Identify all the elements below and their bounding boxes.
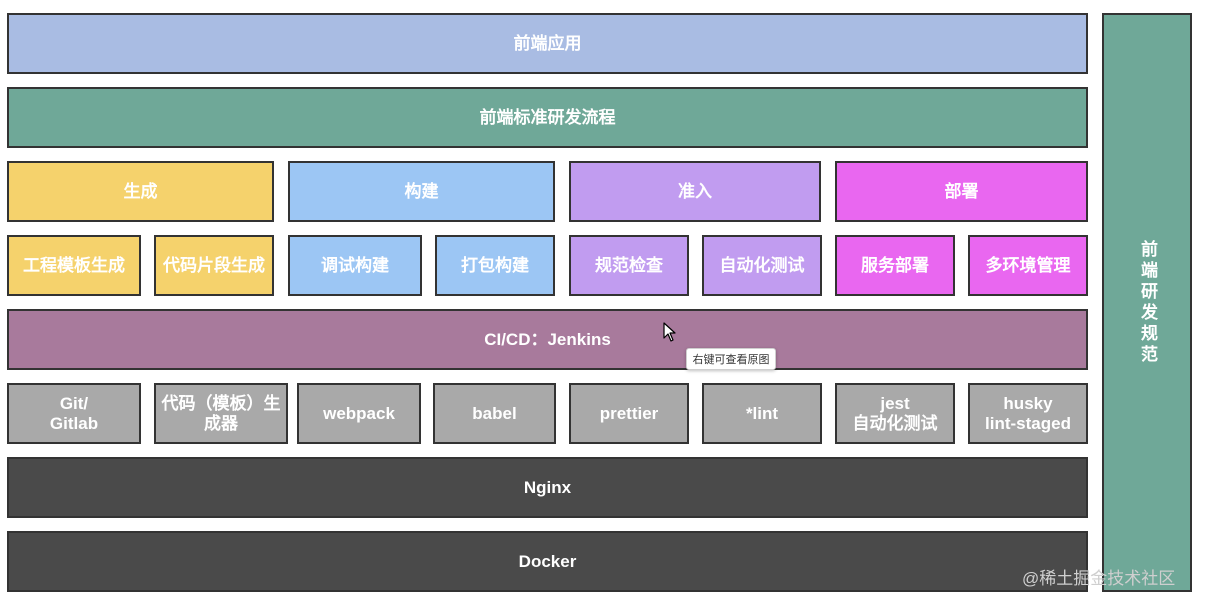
nginx-label: Nginx bbox=[523, 477, 572, 497]
substage-spec-check: 规范检查 bbox=[569, 235, 689, 296]
frontend-app-label: 前端应用 bbox=[513, 33, 582, 53]
stage-admission-label: 准入 bbox=[678, 181, 712, 201]
stage-build-label: 构建 bbox=[404, 181, 439, 201]
tool-prettier: prettier bbox=[569, 383, 689, 444]
tool-babel-label: babel bbox=[472, 403, 517, 423]
tool-jest: jest 自动化测试 bbox=[835, 383, 955, 444]
substage-service-deploy-label: 服务部署 bbox=[861, 255, 929, 275]
tool-git: Git/ Gitlab bbox=[7, 383, 141, 444]
stage-deploy: 部署 bbox=[835, 161, 1088, 222]
stage-generate: 生成 bbox=[7, 161, 274, 222]
docker-layer: Docker bbox=[7, 531, 1088, 592]
stage-generate-label: 生成 bbox=[123, 181, 158, 201]
substage-debug-build: 调试构建 bbox=[288, 235, 422, 296]
substage-auto-test: 自动化测试 bbox=[702, 235, 822, 296]
tool-lint: *lint bbox=[702, 383, 822, 444]
substage-multi-env-label: 多环境管理 bbox=[985, 255, 1071, 275]
substage-package-build-label: 打包构建 bbox=[461, 255, 529, 275]
watermark: @稀土掘金技术社区 bbox=[1022, 569, 1176, 588]
tool-husky-label: husky lint-staged bbox=[985, 393, 1071, 433]
substage-package-build: 打包构建 bbox=[435, 235, 555, 296]
substage-auto-test-label: 自动化测试 bbox=[719, 255, 805, 275]
substage-code-snippet-label: 代码片段生成 bbox=[163, 255, 265, 275]
stage-build: 构建 bbox=[288, 161, 555, 222]
substage-multi-env: 多环境管理 bbox=[968, 235, 1088, 296]
cicd-label: CI/CD：Jenkins bbox=[484, 329, 611, 349]
cicd-layer: CI/CD：Jenkins bbox=[7, 309, 1088, 370]
tool-jest-label: jest 自动化测试 bbox=[852, 393, 938, 433]
tool-code-template: 代码（模板）生 成器 bbox=[154, 383, 288, 444]
tool-babel: babel bbox=[433, 383, 556, 444]
tool-webpack-label: webpack bbox=[323, 403, 395, 423]
tool-code-template-label: 代码（模板）生 成器 bbox=[161, 393, 281, 433]
stage-deploy-label: 部署 bbox=[944, 181, 979, 201]
tool-husky: husky lint-staged bbox=[968, 383, 1088, 444]
frontend-spec-label: 前端研发规范 bbox=[1138, 239, 1157, 366]
standard-process-label: 前端标准研发流程 bbox=[479, 107, 616, 127]
substage-spec-check-label: 规范检查 bbox=[595, 255, 663, 275]
substage-debug-build-label: 调试构建 bbox=[321, 255, 389, 275]
tooltip-text: 右键可查看原图 bbox=[692, 354, 770, 366]
tool-webpack: webpack bbox=[297, 383, 421, 444]
frontend-spec-sidebar: 前端研发规范 bbox=[1102, 13, 1192, 592]
nginx-layer: Nginx bbox=[7, 457, 1088, 518]
stage-admission: 准入 bbox=[569, 161, 821, 222]
tool-prettier-label: prettier bbox=[599, 403, 659, 423]
frontend-app-layer: 前端应用 bbox=[7, 13, 1088, 74]
context-tooltip: 右键可查看原图 bbox=[686, 348, 776, 370]
mouse-cursor-icon bbox=[663, 322, 676, 342]
tool-lint-label: *lint bbox=[745, 403, 779, 423]
docker-label: Docker bbox=[518, 551, 577, 571]
substage-code-snippet: 代码片段生成 bbox=[154, 235, 274, 296]
substage-service-deploy: 服务部署 bbox=[835, 235, 955, 296]
standard-process-layer: 前端标准研发流程 bbox=[7, 87, 1088, 148]
substage-project-template-label: 工程模板生成 bbox=[23, 255, 125, 275]
substage-project-template: 工程模板生成 bbox=[7, 235, 141, 296]
tool-git-label: Git/ Gitlab bbox=[49, 393, 99, 433]
